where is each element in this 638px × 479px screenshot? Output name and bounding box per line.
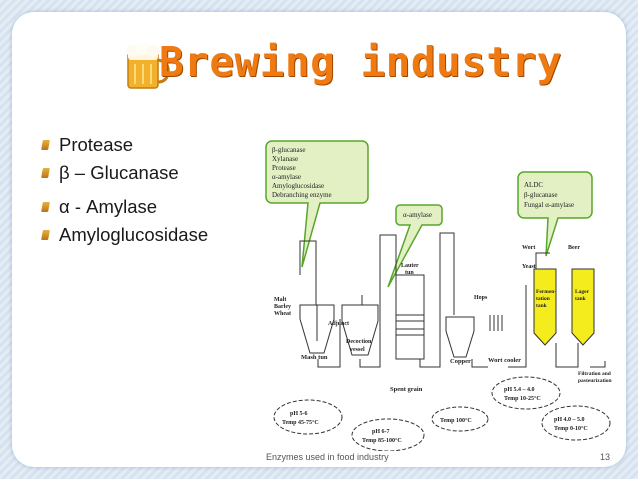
lauter-tun xyxy=(395,274,425,360)
callout-right-line: Fungal α-amylase xyxy=(524,201,574,209)
bullet-item: Amyloglucosidase xyxy=(41,221,209,249)
bullet-icon xyxy=(41,168,50,178)
page-number: 13 xyxy=(599,452,610,462)
callout-main-line: Amyloglucosidase xyxy=(272,182,324,190)
lager-tank xyxy=(571,268,595,346)
fermentation-tank xyxy=(533,268,557,346)
fermentation-tank-label: Fermen- xyxy=(536,289,556,295)
copper-vessel xyxy=(445,316,475,358)
spent-grain-label: Spent grain xyxy=(390,386,423,393)
cloud-3: Temp 100°C xyxy=(431,406,489,432)
cloud-2-line: pH 6-7 xyxy=(372,429,390,435)
fermentation-tank-label: tank xyxy=(536,303,548,309)
mash-tun-label: Mash tun xyxy=(301,354,328,361)
slide: Brewing industry Protease β – Glucanase … xyxy=(12,12,626,467)
callout-main-line: Xylanase xyxy=(272,155,298,163)
bullet-item: β – Glucanase xyxy=(41,159,208,187)
callout-right-line: β-glucanase xyxy=(524,191,558,199)
bullet-icon xyxy=(41,140,50,150)
cloud-3-line: Temp 100°C xyxy=(440,417,472,424)
cloud-5: pH 4.0 – 5.0 Temp 0-10°C xyxy=(541,405,611,441)
hops-input-label: Hops xyxy=(474,295,488,301)
filtration-label: pasteurization xyxy=(578,378,612,384)
callout-main-line: β-glucanase xyxy=(272,146,306,154)
bullet-icon xyxy=(41,202,50,212)
cloud-4-line: pH 5.4 – 4.0 xyxy=(504,387,535,393)
cloud-2: pH 6-7 Temp 85-100°C xyxy=(351,418,425,451)
beer-output-label: Beer xyxy=(568,245,580,251)
cloud-5-line: Temp 0-10°C xyxy=(554,425,588,432)
callout-small-label: α-amylase xyxy=(403,211,432,219)
bullet-list: Protease β – Glucanase α - Amylase Amylo… xyxy=(41,131,209,249)
decoction-vessel xyxy=(341,304,379,356)
bullet-text: β – Glucanase xyxy=(59,162,179,183)
cloud-1-line: Temp 45-75°C xyxy=(282,419,319,426)
bullet-item: α - Amylase xyxy=(41,193,208,221)
cloud-5-line: pH 4.0 – 5.0 xyxy=(554,417,585,423)
brewing-process-diagram: β-glucanase Xylanase Protease α-amylase … xyxy=(265,140,612,451)
decoction-vessel-label: Decoction xyxy=(346,339,372,345)
bullet-text: α - Amylase xyxy=(59,196,158,217)
callout-right-line: ALDC xyxy=(524,181,543,189)
copper-label: Copper xyxy=(450,358,471,365)
lager-tank-label: tank xyxy=(575,296,587,302)
wort-cooler-label: Wort cooler xyxy=(488,357,521,364)
lager-tank-label: Lager xyxy=(575,289,590,295)
footer-text: Enzymes used in food industry xyxy=(266,452,389,462)
wort-input-label: Wort xyxy=(522,245,535,251)
malt-input-label: Barley xyxy=(274,304,291,310)
malt-input-label: Wheat xyxy=(274,311,291,317)
lauter-tun-label: tun xyxy=(405,270,414,276)
callout-small xyxy=(387,204,443,288)
callout-main xyxy=(265,140,369,268)
malt-input-label: Malt xyxy=(274,297,286,303)
cloud-4: pH 5.4 – 4.0 Temp 10-25°C xyxy=(491,376,561,410)
beer-mug-icon xyxy=(126,43,170,89)
lauter-tun-label: Lauter xyxy=(401,263,419,269)
fermentation-tank-label: tation xyxy=(536,296,550,302)
callout-main-line: Debranching enzyme xyxy=(272,191,332,199)
callout-main-line: α-amylase xyxy=(272,173,301,181)
cloud-4-line: Temp 10-25°C xyxy=(504,395,541,402)
bullet-icon xyxy=(41,230,50,240)
callout-main-line: Protease xyxy=(272,164,296,172)
slide-title: Brewing industry xyxy=(159,38,562,86)
wort-cooler-icon xyxy=(489,315,503,331)
yeast-input-label: Yeast xyxy=(522,264,536,270)
cloud-1-line: pH 5-6 xyxy=(290,411,308,417)
decoction-vessel-label: vessel xyxy=(350,347,365,353)
filtration-label: Filtration and xyxy=(578,371,611,377)
slide-footer: Enzymes used in food industry 13 xyxy=(254,452,618,466)
adjunct-input-label: Adjunct xyxy=(328,321,349,327)
cloud-1: pH 5-6 Temp 45-75°C xyxy=(273,399,343,435)
bullet-text: Amyloglucosidase xyxy=(59,224,209,245)
callout-right xyxy=(517,171,593,257)
cloud-2-line: Temp 85-100°C xyxy=(362,437,402,444)
bullet-item: Protease xyxy=(41,131,208,159)
bullet-text: Protease xyxy=(59,134,134,155)
